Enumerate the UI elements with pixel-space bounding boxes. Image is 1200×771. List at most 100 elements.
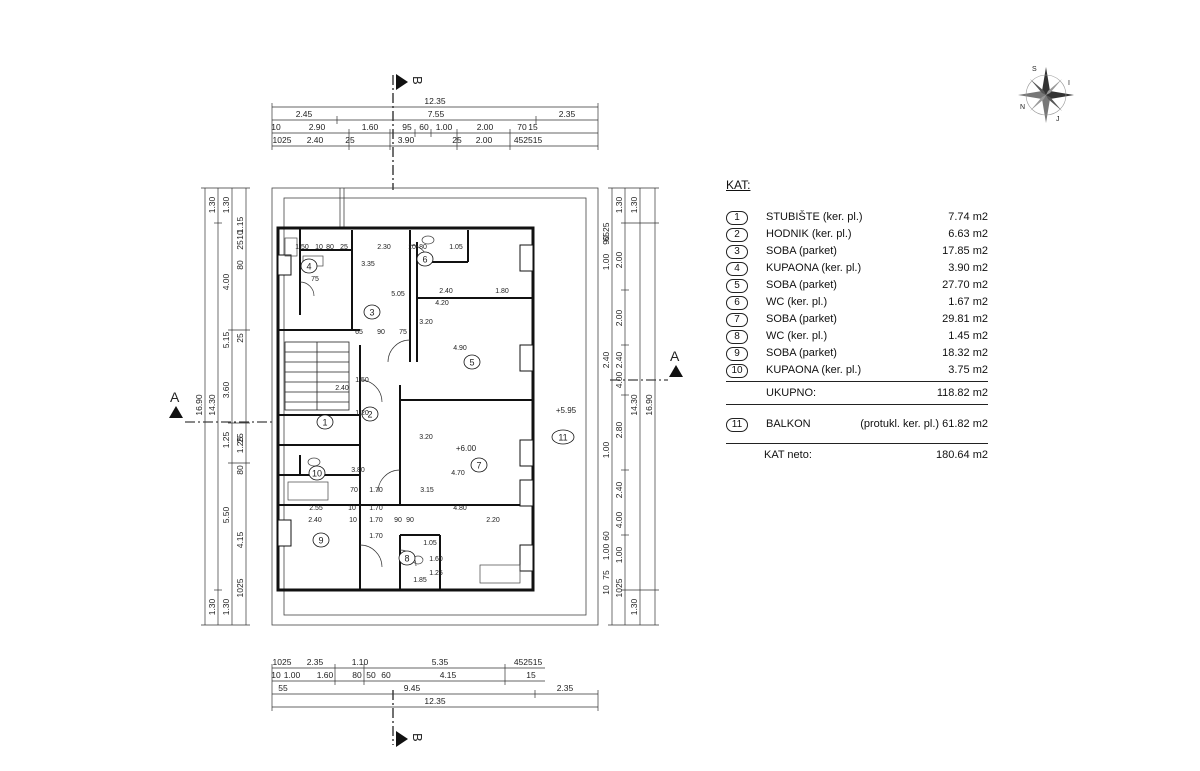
- dimension-label: 6525: [601, 222, 611, 241]
- interior-dimension-label: 2.55: [309, 505, 323, 512]
- dimension-label: 25: [235, 433, 245, 443]
- interior-dimension-label: 4.20: [435, 300, 449, 307]
- staircase: [284, 341, 350, 411]
- interior-dimension-label: 2.40: [308, 517, 322, 524]
- svg-text:I: I: [1068, 80, 1070, 87]
- room-number-label: 5: [469, 358, 474, 368]
- room-name: SOBA (parket): [766, 347, 837, 359]
- legend-divider: [726, 404, 988, 405]
- dimension-label: 90: [601, 235, 611, 245]
- dimension-label: 25: [235, 240, 245, 250]
- dimension-label: 80: [235, 260, 245, 270]
- interior-dimension-label: 1.70: [369, 487, 383, 494]
- dimension-ticks: [201, 103, 659, 711]
- svg-text:A: A: [170, 389, 180, 405]
- room-number-circle: [361, 406, 379, 422]
- interior-dimension-label: 3.20: [419, 434, 433, 441]
- legend-divider: [726, 381, 988, 382]
- room-number-badge: 1: [726, 211, 748, 225]
- room-number-label: 10: [312, 469, 322, 479]
- dimension-label: 1.10: [352, 657, 369, 667]
- interior-dimension-label: 1.70: [369, 517, 383, 524]
- dimension-label: 2.35: [307, 657, 324, 667]
- door-swings: [299, 244, 429, 568]
- dimension-label: 10: [235, 230, 245, 240]
- interior-dimension-label: 90: [377, 329, 385, 336]
- dimension-label: 1025: [273, 657, 292, 667]
- dimension-label: 1.00: [601, 253, 611, 270]
- dimension-label: 1.25: [235, 436, 245, 453]
- dimension-label: 1.30: [207, 598, 217, 615]
- legend-title: KAT:: [726, 178, 751, 192]
- dimension-label: 14.30: [207, 394, 217, 416]
- room-area: 3.90 m2: [948, 262, 988, 274]
- dimension-label: 1.30: [629, 598, 639, 615]
- balcony-outline: [271, 187, 599, 626]
- room-number-label: 4: [306, 262, 311, 272]
- section-marker-b-bottom: B: [392, 690, 425, 747]
- dimension-label: 2.80: [614, 421, 624, 438]
- room-area: 18.32 m2: [942, 347, 988, 359]
- room-number-badge: 3: [726, 245, 748, 259]
- room-number-circle: [551, 429, 575, 445]
- room-number-label: 8: [404, 554, 409, 564]
- section-marker-a-left: A: [169, 389, 275, 423]
- interior-dimension-label: 90: [406, 517, 414, 524]
- interior-dimension-label: 1.05: [423, 540, 437, 547]
- room-name: STUBIŠTE (ker. pl.): [766, 211, 863, 223]
- interior-dimension-label: 5.05: [391, 291, 405, 298]
- interior-dimension-label: 10: [349, 517, 357, 524]
- interior-dimension-label: 1.85: [413, 577, 427, 584]
- dimension-label: 2.35: [559, 109, 576, 119]
- interior-dimension-label: 2.30: [377, 244, 391, 251]
- interior-dimension-label: 1.50: [355, 377, 369, 384]
- dimension-label: 25: [345, 135, 355, 145]
- dimension-label: 2.00: [477, 122, 494, 132]
- dimension-label: 9.45: [404, 683, 421, 693]
- dimension-label: 15: [526, 670, 536, 680]
- dimension-label: 1025: [273, 135, 292, 145]
- room-number-circle: [308, 465, 326, 481]
- interior-dimension-label: 75: [399, 329, 407, 336]
- dimension-label: 5.50: [221, 506, 231, 523]
- svg-text:B: B: [410, 76, 425, 85]
- dimension-label: 5.35: [432, 657, 449, 667]
- dimension-label: 1.30: [614, 196, 624, 213]
- dimension-label: 16.90: [644, 394, 654, 416]
- dimension-label: 10: [271, 670, 281, 680]
- total-area: 118.82 m2: [936, 387, 988, 399]
- dimension-label: 60: [601, 531, 611, 541]
- room-number-circle: [398, 550, 416, 566]
- room-area: 27.70 m2: [942, 279, 988, 291]
- dimension-label: 2.45: [296, 109, 313, 119]
- section-marker-a-right: A: [610, 348, 683, 381]
- dimension-label: 1.25: [221, 431, 231, 448]
- svg-text:J: J: [1056, 116, 1060, 123]
- room-name: SOBA (parket): [766, 279, 837, 291]
- room-number-badge: 6: [726, 296, 748, 310]
- interior-dimension-label: 3.35: [361, 261, 375, 268]
- dimension-label: 4.00: [614, 511, 624, 528]
- dimension-label: 1.00: [436, 122, 453, 132]
- room-area: (protukl. ker. pl.) 61.82 m2: [860, 418, 988, 430]
- dimension-label: 75: [601, 570, 611, 580]
- dimension-label: 25: [235, 333, 245, 343]
- room-name: BALKON: [766, 418, 811, 430]
- interior-dimension-label: 1.70: [369, 505, 383, 512]
- dimension-label: 3.60: [221, 381, 231, 398]
- interior-dimension-label: 10: [315, 244, 323, 251]
- level-mark: +5.95: [556, 406, 577, 415]
- dimension-label: 1.30: [207, 196, 217, 213]
- room-name: SOBA (parket): [766, 313, 837, 325]
- room-number-label: 9: [318, 536, 323, 546]
- dimension-label: 2.00: [614, 251, 624, 268]
